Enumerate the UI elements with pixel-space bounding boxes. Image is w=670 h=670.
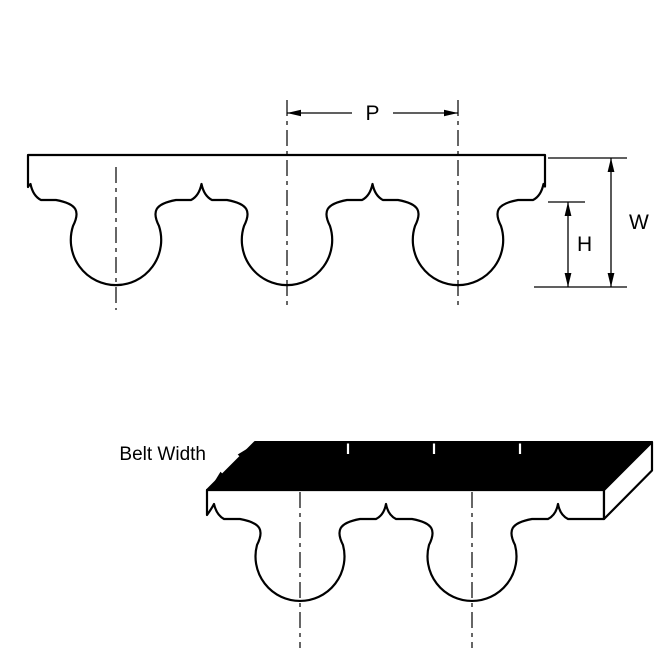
arrowhead-down-icon [607, 273, 615, 287]
arrowhead-up-icon [607, 158, 615, 172]
arrowhead-downleft-icon [213, 471, 226, 484]
pitch-dimension: P [287, 102, 458, 125]
width-dimension: W [534, 157, 649, 288]
arrowhead-down-icon [564, 273, 572, 287]
belt-width-label: Belt Width [119, 444, 206, 465]
side-profile-view: P W H [26, 100, 649, 310]
belt-3d-front-profile [205, 488, 606, 603]
width-label: W [629, 211, 649, 234]
pitch-label: P [365, 102, 379, 125]
arrowhead-left-icon [287, 109, 301, 117]
belt-3d-top-surface [206, 441, 653, 491]
height-label: H [577, 233, 592, 256]
isometric-view: Belt Width [119, 440, 654, 648]
arrowhead-up-icon [564, 202, 572, 216]
height-dimension: H [548, 201, 592, 287]
belt-width-annotation: Belt Width [119, 444, 251, 485]
arrowhead-upright-icon [237, 447, 250, 460]
arrowhead-right-icon [444, 109, 458, 117]
